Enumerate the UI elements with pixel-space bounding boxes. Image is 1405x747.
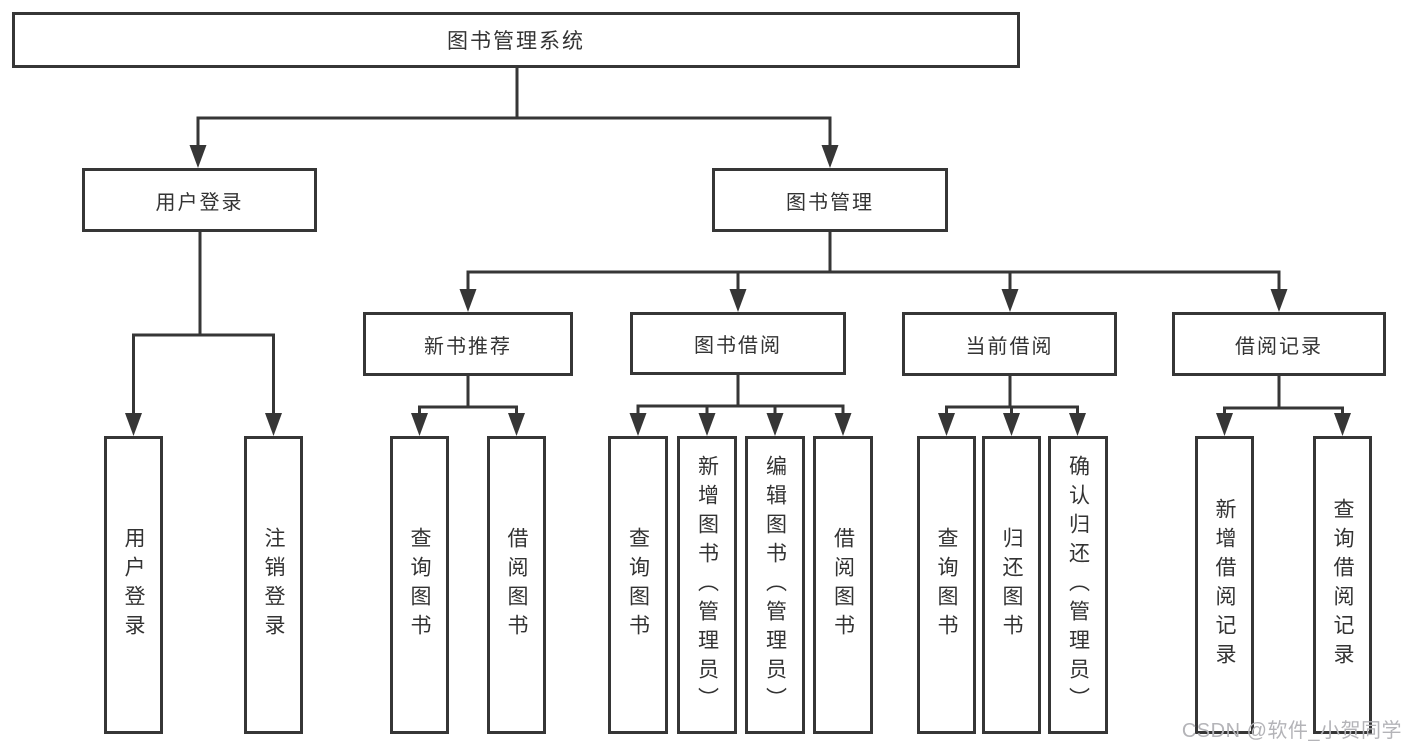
node-root: 图书管理系统 xyxy=(12,12,1020,68)
arrow-icon xyxy=(698,413,716,436)
arrow-icon xyxy=(1003,413,1020,436)
node-book-borrowing: 图书借阅 xyxy=(630,312,846,375)
arrow-icon xyxy=(834,413,852,436)
arrow-icon xyxy=(411,413,428,436)
csdn-watermark: CSDN @软件_小贺同学 xyxy=(1181,720,1402,742)
node-book-management: 图书管理 xyxy=(712,168,948,232)
arrow-icon xyxy=(1001,289,1019,312)
leaf-records-query-record: 查询借阅记录 xyxy=(1313,436,1372,734)
arrow-icon xyxy=(629,413,647,436)
leaf-logout: 注销登录 xyxy=(244,436,303,734)
node-current-borrowing: 当前借阅 xyxy=(902,312,1117,376)
arrow-icon xyxy=(821,145,839,168)
leaf-user-login: 用户登录 xyxy=(104,436,163,734)
leaf-borrowing-add-books-admin: 新增图书（管理员） xyxy=(677,436,737,734)
node-book-borrowing-label: 图书借阅 xyxy=(694,335,782,357)
node-root-label: 图书管理系统 xyxy=(447,30,585,53)
arrow-icon xyxy=(508,413,525,436)
leaf-recommend-borrow-books: 借阅图书 xyxy=(487,436,546,734)
leaf-current-return-books: 归还图书 xyxy=(982,436,1041,734)
leaf-borrowing-edit-books-admin: 编辑图书（管理员） xyxy=(745,436,805,734)
arrowheads xyxy=(125,145,1351,436)
node-new-book-recommend-label: 新书推荐 xyxy=(424,335,512,358)
arrow-icon xyxy=(189,145,207,168)
arrow-icon xyxy=(1270,289,1288,312)
leaf-recommend-query-books: 查询图书 xyxy=(390,436,449,734)
arrow-icon xyxy=(1069,413,1086,436)
arrow-icon xyxy=(766,413,784,436)
leaf-current-confirm-return-admin: 确认归还（管理员） xyxy=(1048,436,1108,734)
arrow-icon xyxy=(938,413,955,436)
leaf-borrowing-query-books: 查询图书 xyxy=(608,436,668,734)
arrow-icon xyxy=(1216,413,1233,436)
node-new-book-recommend: 新书推荐 xyxy=(363,312,573,376)
node-borrowing-records-label: 借阅记录 xyxy=(1235,335,1323,358)
leaf-current-query-books: 查询图书 xyxy=(917,436,976,734)
arrow-icon xyxy=(1334,413,1351,436)
arrow-icon xyxy=(265,413,282,436)
node-borrowing-records: 借阅记录 xyxy=(1172,312,1386,376)
node-user-login: 用户登录 xyxy=(82,168,317,232)
node-book-management-label: 图书管理 xyxy=(786,191,874,214)
node-current-borrowing-label: 当前借阅 xyxy=(965,335,1054,358)
leaf-records-add-record: 新增借阅记录 xyxy=(1195,436,1254,734)
arrow-icon xyxy=(459,289,477,312)
arrow-icon xyxy=(125,413,142,436)
leaf-borrowing-borrow-books: 借阅图书 xyxy=(813,436,873,734)
arrow-icon xyxy=(729,289,747,312)
tree-edges xyxy=(132,66,1344,418)
node-user-login-label: 用户登录 xyxy=(155,191,244,214)
